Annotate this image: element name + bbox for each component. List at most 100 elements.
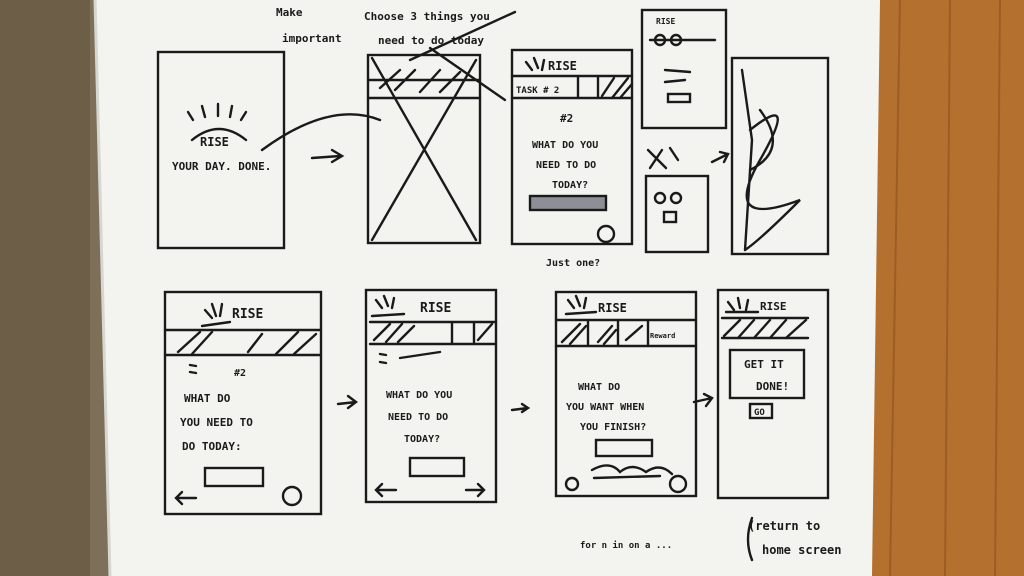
b1-colon — [188, 363, 198, 375]
note-home-screen: home screen — [762, 543, 841, 557]
b3-q2: YOU WANT WHEN — [566, 402, 644, 413]
screen-b1-frame — [163, 290, 323, 516]
b3-q1: WHAT DO — [578, 382, 620, 393]
b3-logo — [564, 294, 598, 316]
b3-title: RISE — [598, 301, 627, 315]
screen-scribbled-frame — [730, 56, 830, 256]
arrow-b3-b4 — [692, 392, 714, 408]
b1-q2: YOU NEED TO — [180, 416, 253, 429]
b2-hatching — [372, 322, 494, 344]
arrow-b2-b3 — [510, 402, 531, 414]
screen-splash-frame — [156, 50, 286, 250]
floor-shadow — [0, 0, 90, 576]
paper-edge — [93, 0, 112, 576]
next-button-circle — [596, 224, 616, 244]
b3-q3: YOU FINISH? — [580, 422, 646, 433]
b3-next-circle — [668, 474, 688, 494]
sunrise-arc — [190, 127, 248, 142]
note-today: need to do today — [378, 34, 484, 47]
b1-title: RISE — [232, 307, 263, 322]
note-return: (return to — [748, 519, 820, 533]
b3-tab-bar — [554, 318, 698, 348]
b4-go: GO — [754, 408, 765, 418]
note-choose: Choose 3 things you — [364, 10, 490, 23]
b1-next-circle — [281, 485, 303, 507]
b4-logo — [724, 296, 760, 314]
s3-q3: TODAY? — [552, 180, 588, 191]
screen-small-frame — [644, 174, 710, 254]
tab-hatching — [600, 76, 634, 100]
small-box — [666, 92, 692, 104]
b4-msg2: DONE! — [756, 380, 789, 393]
b2-q1: WHAT DO YOU — [386, 390, 452, 401]
s1-title: RISE — [200, 135, 229, 149]
b3-signature-scribble — [590, 464, 674, 480]
arrow-b1-b2 — [336, 394, 358, 410]
hatching — [378, 68, 462, 94]
b2-logo — [370, 294, 406, 318]
screen-task2-frame — [510, 48, 634, 246]
b1-logo — [200, 302, 232, 328]
s3-q1: WHAT DO YOU — [532, 140, 598, 151]
note-paren — [746, 516, 754, 562]
b4-title: RISE — [760, 300, 787, 313]
note-bottom-mid: for n in on a ... — [580, 540, 672, 551]
wood-grain — [889, 0, 1001, 576]
b2-title: RISE — [420, 301, 451, 316]
eye-right — [669, 191, 683, 205]
b1-q1: WHAT DO — [184, 392, 231, 405]
mouth-box — [662, 210, 678, 224]
scribble-a — [663, 68, 692, 84]
b1-hatching — [176, 330, 318, 356]
s1-tagline: YOUR DAY. DONE. — [172, 160, 271, 173]
note-make: Make — [276, 6, 303, 19]
b4-tab-bar — [720, 316, 810, 340]
note-important: important — [282, 32, 342, 45]
b3-text-field — [594, 438, 654, 458]
s3-q2: NEED TO DO — [536, 160, 596, 171]
b2-nav-arrows — [374, 482, 486, 498]
b4-message-box — [728, 348, 806, 400]
screen-partial-frame — [640, 8, 728, 130]
b1-tab-bar — [163, 328, 323, 357]
sunrise-rays — [186, 102, 248, 122]
b4-go-button — [748, 402, 774, 420]
cross-out-extended — [408, 10, 517, 62]
b4-hatching — [722, 318, 808, 340]
paper-sheet — [95, 0, 880, 576]
text-field-filled — [528, 194, 608, 212]
b3-tab: Reward — [650, 332, 675, 340]
b1-text-field — [203, 466, 265, 488]
scribble-b — [646, 146, 680, 170]
b1-back-arrow — [174, 490, 198, 506]
cross-out — [370, 56, 478, 242]
screen-crossed-frame — [366, 53, 482, 245]
b2-q2: NEED TO DO — [388, 412, 448, 423]
ink-strokes — [156, 8, 830, 562]
b4-msg1: GET IT — [744, 358, 784, 371]
screen-b2-frame — [364, 288, 498, 504]
crossed-header-lines — [366, 78, 482, 100]
tab-bar — [510, 74, 634, 100]
connector-line-2 — [428, 46, 507, 102]
b2-q3: TODAY? — [404, 434, 440, 445]
arrow-small — [710, 150, 730, 164]
screen-b4-frame — [716, 288, 830, 500]
s3-title: RISE — [548, 59, 577, 73]
s4-tab: RISE — [656, 17, 675, 26]
arrow-right — [310, 148, 345, 164]
s3-tab: TASK # 2 — [516, 86, 559, 96]
b1-num: #2 — [234, 368, 246, 379]
logo-rays — [524, 56, 546, 72]
b1-q3: DO TODAY: — [182, 440, 242, 453]
b3-hatching — [560, 322, 644, 346]
note-just-one: Just one? — [546, 258, 600, 269]
b2-text-field — [408, 456, 466, 478]
b3-back-circle — [564, 476, 580, 492]
eye-left — [653, 191, 667, 205]
b2-colon — [378, 350, 442, 365]
s3-num: #2 — [560, 112, 573, 125]
screen-b3-frame — [554, 290, 698, 498]
